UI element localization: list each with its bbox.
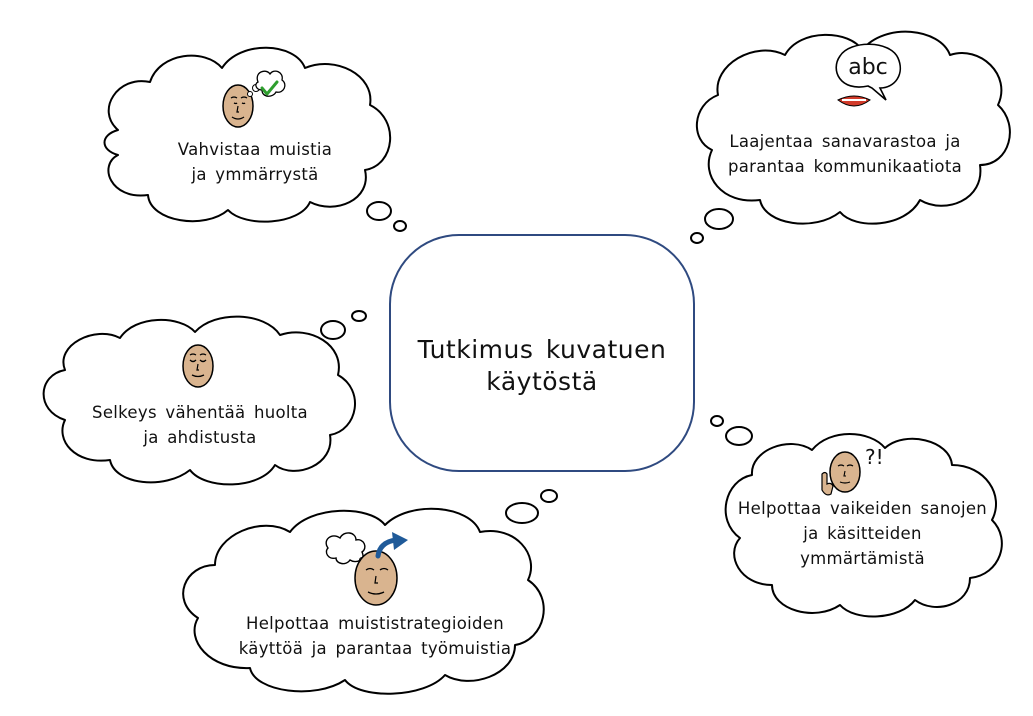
bubble-line: Selkeys vähentää huolta bbox=[92, 403, 308, 422]
questioning-face-icon: ?! bbox=[821, 445, 884, 496]
center-title-line1: Tutkimus kuvatuen bbox=[417, 335, 667, 364]
bubble-label-clarity: Selkeys vähentää huolta ja ahdistusta bbox=[70, 400, 330, 450]
bubble-line: ja käsitteiden bbox=[803, 524, 922, 543]
center-title-line2: käytöstä bbox=[486, 367, 598, 396]
bubble-line: Helpottaa muististrategioiden bbox=[246, 614, 504, 633]
speech-bubble-text: abc bbox=[848, 55, 888, 80]
thought-cloud-memory bbox=[103, 46, 407, 232]
bubble-line: käyttöä ja parantaa työmuistia bbox=[238, 639, 512, 658]
bubble-label-strategies: Helpottaa muististrategioiden käyttöä ja… bbox=[220, 611, 530, 661]
thinking-face-arrow-icon bbox=[325, 532, 408, 606]
thought-cloud-clarity bbox=[42, 310, 367, 486]
bubble-line: Laajentaa sanavarastoa ja bbox=[729, 132, 961, 151]
bubble-line: parantaa kommunikaatiota bbox=[728, 157, 962, 176]
bubble-line: ja ymmärrystä bbox=[191, 165, 319, 184]
thought-cloud-vocabulary bbox=[690, 30, 1011, 244]
speech-bubble-abc-icon: abc bbox=[835, 43, 902, 107]
bubble-line: ja ahdistusta bbox=[143, 428, 257, 447]
question-exclamation-mark: ?! bbox=[865, 445, 884, 469]
center-title: Tutkimus kuvatuen käytöstä bbox=[389, 334, 695, 398]
bubble-line: ymmärtämistä bbox=[800, 549, 925, 568]
bubble-label-concepts: Helpottaa vaikeiden sanojen ja käsitteid… bbox=[730, 496, 995, 571]
center-node bbox=[389, 234, 695, 472]
calm-face-icon bbox=[182, 344, 214, 388]
bubble-line: Helpottaa vaikeiden sanojen bbox=[737, 499, 988, 518]
thought-cloud-strategies bbox=[182, 489, 558, 695]
thought-cloud-concepts bbox=[710, 415, 1003, 618]
bubble-label-memory: Vahvistaa muistia ja ymmärrystä bbox=[145, 137, 365, 187]
face-with-checkmark-icon bbox=[222, 70, 286, 128]
bubble-label-vocabulary: Laajentaa sanavarastoa ja parantaa kommu… bbox=[715, 129, 975, 179]
bubble-line: Vahvistaa muistia bbox=[177, 140, 333, 159]
